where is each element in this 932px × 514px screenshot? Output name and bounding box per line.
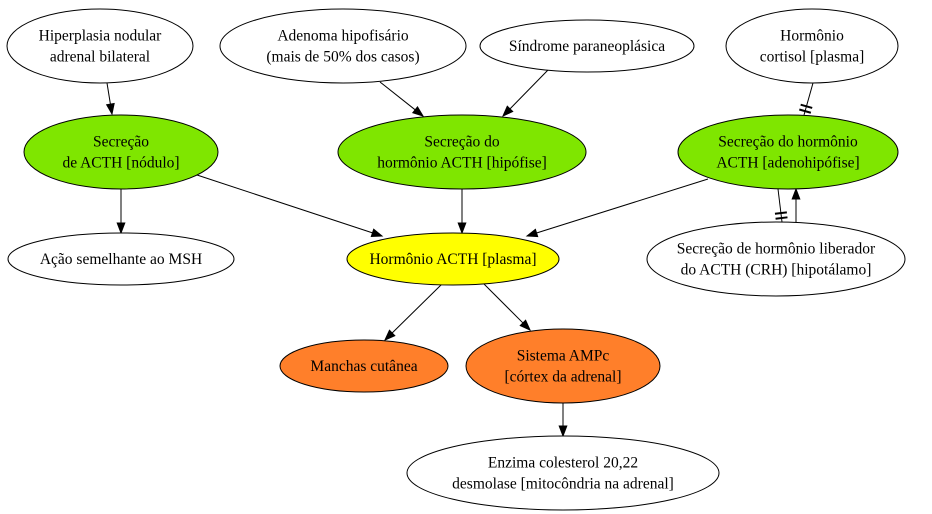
edge-sindrome-to-secrecao_hipofise [502,69,549,118]
node-label: Adenoma hipofisário [277,28,409,45]
node-shape [6,8,194,84]
edge-secrecao_adenohipofise-to-acth_plasma [525,178,709,238]
edge-secrecao_adenohipofise-to-crh [774,188,788,223]
arrowhead-icon [370,228,384,238]
inhibition-tee-icon [774,211,787,215]
node-label: [córtex da adrenal] [504,369,621,386]
node-label: Ação semelhante ao MSH [40,251,202,268]
node-cortisol: Hormônio cortisol [plasma] [725,8,899,84]
edge-line [106,82,111,105]
node-label: Enzima colesterol 20,22 [488,455,638,472]
node-label: adrenal bilateral [50,49,150,66]
arrowhead-icon [791,187,801,200]
node-shape [479,19,695,73]
inhibition-tee-icon [775,216,788,220]
node-crh: Secreção de hormônio liberador do ACTH (C… [646,221,906,297]
node-secrecao-hipofise: Secreção do hormônio ACTH [hipófise] [337,114,587,190]
edge-line [536,178,709,234]
edge-line [509,69,549,110]
node-label: Sistema AMPc [517,348,610,365]
node-acth-plasma: Hormônio ACTH [plasma] [346,232,560,286]
edges-layer [105,69,814,438]
edge-line [483,283,524,324]
node-shape [465,328,661,404]
arrowhead-icon [502,105,514,118]
node-hiperplasia: Hiperplasia nodular adrenal bilateral [6,8,194,84]
edge-line [803,82,814,116]
arrowhead-icon [519,319,531,331]
edge-cortisol-to-secrecao_adenohipofise [799,82,814,116]
node-label: Secreção [93,134,149,151]
node-shape [7,232,235,286]
inhibition-tee-icon [800,103,813,109]
arrowhead-icon [558,425,568,438]
nodes-layer: Hiperplasia nodular adrenal bilateral Aden… [6,8,906,511]
node-label: de ACTH [nódulo] [62,155,179,172]
edge-line [391,283,443,334]
node-label: Secreção do [424,134,500,151]
node-label: Hiperplasia nodular [39,28,163,45]
node-label: Hormônio ACTH [plasma] [369,251,536,268]
edge-secrecao_nodulo-to-acth_plasma [196,174,384,238]
node-label: Síndrome paraneoplásica [509,38,665,55]
arrowhead-icon [383,329,396,341]
node-adenoma: Adenoma hipofisário (mais de 50% dos caso… [219,8,467,84]
edge-line [777,188,783,223]
node-label: Hormônio [780,28,844,45]
edge-secrecao_nodulo-to-acao_msh [116,189,126,235]
edge-secrecao_hipofise-to-acth_plasma [457,189,467,235]
node-label: do ACTH (CRH) [hipotálamo] [681,262,872,279]
node-ampc: Sistema AMPc [córtex da adrenal] [465,328,661,404]
node-shape [337,114,587,190]
node-enzima: Enzima colesterol 20,22 desmolase [mitocô… [406,435,720,511]
node-acao-msh: Ação semelhante ao MSH [7,232,235,286]
node-label: cortisol [plasma] [760,49,865,66]
edge-adenoma-to-secrecao_hipofise [379,81,425,117]
arrowhead-icon [525,228,539,238]
node-label: Secreção de hormônio liberador [677,241,876,258]
arrowhead-icon [116,222,126,235]
node-shape [346,232,560,286]
node-label: Manchas cutânea [310,358,417,375]
edge-acth_plasma-to-manchas [383,283,443,341]
node-label: desmolase [mitocôndria na adrenal] [452,476,674,493]
node-shape [677,114,899,190]
node-shape [23,114,219,190]
edge-line [379,81,416,111]
arrowhead-icon [457,222,467,235]
edge-crh-to-secrecao_adenohipofise [791,187,801,222]
node-label: ACTH [adenohipófise] [716,155,859,172]
node-secrecao-nodulo: Secreção de ACTH [nódulo] [23,114,219,190]
node-label: hormônio ACTH [hipófise] [377,155,547,172]
node-shape [406,435,720,511]
node-sindrome: Síndrome paraneoplásica [479,19,695,73]
node-manchas: Manchas cutânea [279,339,449,393]
edge-acth_plasma-to-ampc [483,283,531,331]
node-shape [219,8,467,84]
node-label: Secreção do hormônio [718,134,858,151]
arrowhead-icon [105,102,115,116]
edge-hiperplasia-to-secrecao_nodulo [105,82,115,116]
edge-line [196,174,373,234]
node-shape [725,8,899,84]
node-shape [279,339,449,393]
node-label: (mais de 50% dos casos) [266,49,419,66]
node-shape [646,221,906,297]
edge-ampc-to-enzima [558,403,568,438]
arrowhead-icon [411,105,425,117]
inhibition-tee-icon [799,108,812,114]
